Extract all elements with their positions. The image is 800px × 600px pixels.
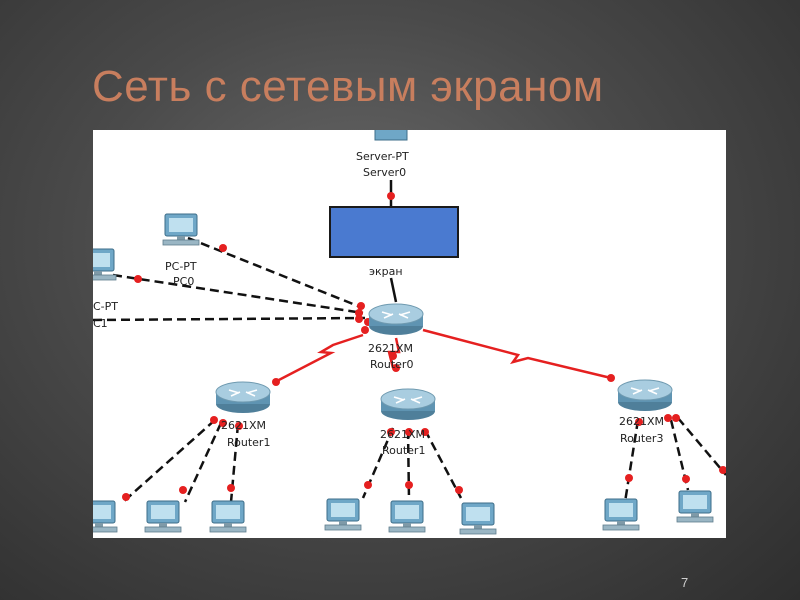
pc-row-1 [93, 500, 247, 533]
pc0-icon [162, 213, 200, 246]
router1-icon [215, 381, 271, 414]
pc0-type-label: PC-PT [165, 260, 197, 273]
links-router3-pcs [623, 417, 726, 503]
link-pc0-router0 [187, 236, 364, 310]
server-type-label: Server-PT [356, 150, 409, 163]
router1-name-label: Router1 [227, 436, 270, 449]
link-firewall-router0 [389, 277, 398, 303]
pc-row-3 [602, 490, 714, 531]
router3-name-label: Router3 [620, 432, 663, 445]
port-dots [122, 192, 726, 501]
router2-name-label: Router1 [382, 444, 425, 457]
page-number: 7 [681, 575, 689, 590]
router0-name-label: Router0 [370, 358, 413, 371]
server-icon [374, 130, 408, 141]
network-diagram: Server-PT Server0 экран PC-PT PC0 C-PT C… [93, 130, 726, 538]
pc0-name-label: PC0 [173, 275, 194, 288]
link-pcleft-router0 [112, 273, 364, 315]
router2-model-label: 2621XM [380, 428, 425, 441]
links-router1-pcs [122, 419, 240, 503]
serial-router0-router2 [387, 337, 401, 369]
firewall-box [329, 206, 459, 258]
pc1-name-label: C1 [93, 317, 108, 330]
server-name-label: Server0 [363, 166, 406, 179]
serial-router0-router3 [422, 328, 612, 380]
pc-left-icon [93, 248, 117, 281]
pc-row-2 [324, 498, 497, 535]
link-pc1-router0 [93, 316, 366, 322]
serial-router0-router1 [274, 333, 364, 384]
pc1-type-label: C-PT [93, 300, 118, 313]
router0-icon [368, 303, 424, 336]
router3-icon [617, 379, 673, 412]
slide-title: Сеть с сетевым экраном [92, 62, 604, 111]
firewall-label: экран [369, 265, 403, 278]
router2-icon [380, 388, 436, 421]
router1-model-label: 2621XM [221, 419, 266, 432]
router0-model-label: 2621XM [368, 342, 413, 355]
router3-model-label: 2621XM [619, 415, 664, 428]
